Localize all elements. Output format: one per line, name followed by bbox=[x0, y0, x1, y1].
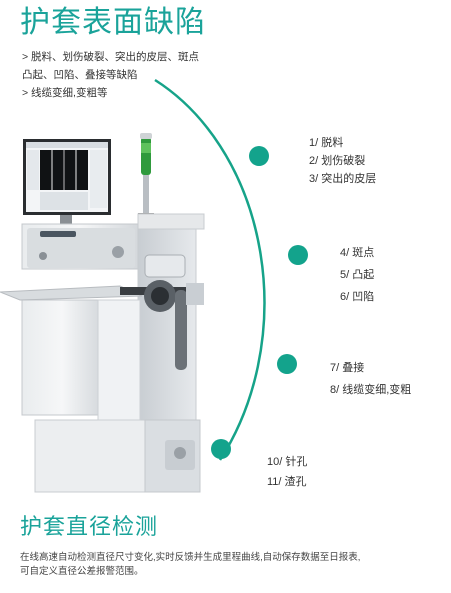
intro-line: > 脱料、划伤破裂、突出的皮层、斑点 bbox=[22, 51, 200, 63]
defect-item: 2/ 划伤破裂 bbox=[309, 155, 366, 167]
marker-dot bbox=[288, 245, 308, 265]
intro-line: > 线缆变细,变粗等 bbox=[22, 87, 108, 99]
defect-item: 1/ 脱料 bbox=[309, 137, 344, 149]
defect-item: 4/ 斑点 bbox=[340, 247, 375, 259]
defect-item: 3/ 突出的皮层 bbox=[309, 173, 377, 185]
description-line: 在线高速自动检测直径尺寸变化,实时反馈并生成里程曲线,自动保存数据至日报表, bbox=[20, 552, 361, 563]
decorative-arc bbox=[154, 78, 266, 461]
defect-group: 1/ 脱料 2/ 划伤破裂 3/ 突出的皮层 bbox=[309, 134, 376, 188]
description-line: 可自定义直径公差报警范围。 bbox=[20, 566, 144, 577]
defect-item: 11/ 渣孔 bbox=[267, 476, 307, 488]
machine-cabinet bbox=[0, 213, 205, 493]
marker-dot bbox=[211, 439, 231, 459]
defect-group: 10/ 针孔 11/ 渣孔 bbox=[267, 452, 307, 492]
marker-dot bbox=[277, 354, 297, 374]
intro-line: 凸起、凹陷、叠接等缺陷 bbox=[22, 69, 138, 81]
section-description: 在线高速自动检测直径尺寸变化,实时反馈并生成里程曲线,自动保存数据至日报表, 可… bbox=[20, 551, 445, 579]
defect-group: 7/ 叠接 8/ 线缆变细,变粗 bbox=[330, 357, 411, 401]
marker-dot bbox=[249, 146, 269, 166]
defect-item: 7/ 叠接 bbox=[330, 362, 365, 374]
defect-group: 4/ 斑点 5/ 凸起 6/ 凹陷 bbox=[340, 242, 374, 308]
monitor bbox=[23, 139, 111, 225]
defect-item: 8/ 线缆变细,变粗 bbox=[330, 384, 412, 396]
defect-item: 10/ 针孔 bbox=[267, 456, 308, 468]
signal-tower bbox=[138, 133, 154, 218]
page-title: 护套表面缺陷 bbox=[20, 6, 206, 39]
section-title: 护套直径检测 bbox=[20, 514, 159, 539]
intro-list: > 脱料、划伤破裂、突出的皮层、斑点 凸起、凹陷、叠接等缺陷 > 线缆变细,变粗… bbox=[22, 48, 199, 102]
defect-item: 5/ 凸起 bbox=[340, 269, 375, 281]
defect-item: 6/ 凹陷 bbox=[340, 291, 375, 303]
